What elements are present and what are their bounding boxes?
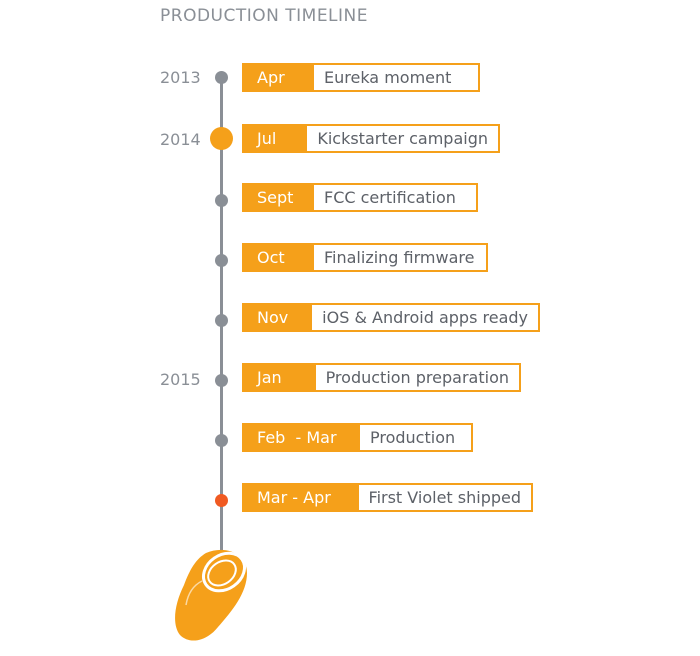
entry-event: First Violet shipped	[368, 488, 521, 507]
entry-event: Finalizing firmware	[324, 248, 475, 267]
timeline-dot-oct	[215, 254, 228, 267]
entry-event: iOS & Android apps ready	[322, 308, 528, 327]
timeline-entry-nov: Nov iOS & Android apps ready	[242, 303, 540, 332]
timeline-dot-feb-mar	[215, 434, 228, 447]
entry-month: Nov	[244, 305, 313, 330]
timeline-entry-apr: Apr Eureka moment	[242, 63, 480, 92]
timeline-entry-oct: Oct Finalizing firmware	[242, 243, 488, 272]
entry-event: Production	[370, 428, 456, 447]
timeline-entry-sept: Sept FCC certification	[242, 183, 478, 212]
timeline-entry-mar-apr: Mar - Apr First Violet shipped	[242, 483, 533, 512]
entry-event: Production preparation	[325, 368, 509, 387]
entry-event: Eureka moment	[324, 68, 452, 87]
entry-month: Jul	[244, 126, 308, 151]
entry-month: Mar - Apr	[244, 485, 359, 510]
timeline-dot-jul-2014	[210, 127, 233, 150]
year-label-2014: 2014	[160, 130, 201, 149]
entry-month: Oct	[244, 245, 314, 270]
timeline-title: PRODUCTION TIMELINE	[160, 6, 368, 26]
violet-device-icon	[175, 549, 247, 641]
year-label-2015: 2015	[160, 370, 201, 389]
timeline-dot-mar-apr	[215, 494, 228, 507]
entry-event: Kickstarter campaign	[317, 129, 488, 148]
timeline-dot-jan-2015	[215, 374, 228, 387]
timeline-entry-jan: Jan Production preparation	[242, 363, 521, 392]
entry-month: Apr	[244, 65, 314, 90]
year-label-2013: 2013	[160, 68, 201, 87]
timeline-dot-sept	[215, 194, 228, 207]
timeline-dot-apr-2013	[215, 71, 228, 84]
timeline-entry-feb-mar: Feb - Mar Production	[242, 423, 473, 452]
entry-event: FCC certification	[324, 188, 456, 207]
entry-month: Feb - Mar	[244, 425, 360, 450]
timeline-entry-jul: Jul Kickstarter campaign	[242, 124, 500, 153]
entry-month: Sept	[244, 185, 314, 210]
timeline-dot-nov	[215, 314, 228, 327]
entry-month: Jan	[244, 365, 316, 390]
